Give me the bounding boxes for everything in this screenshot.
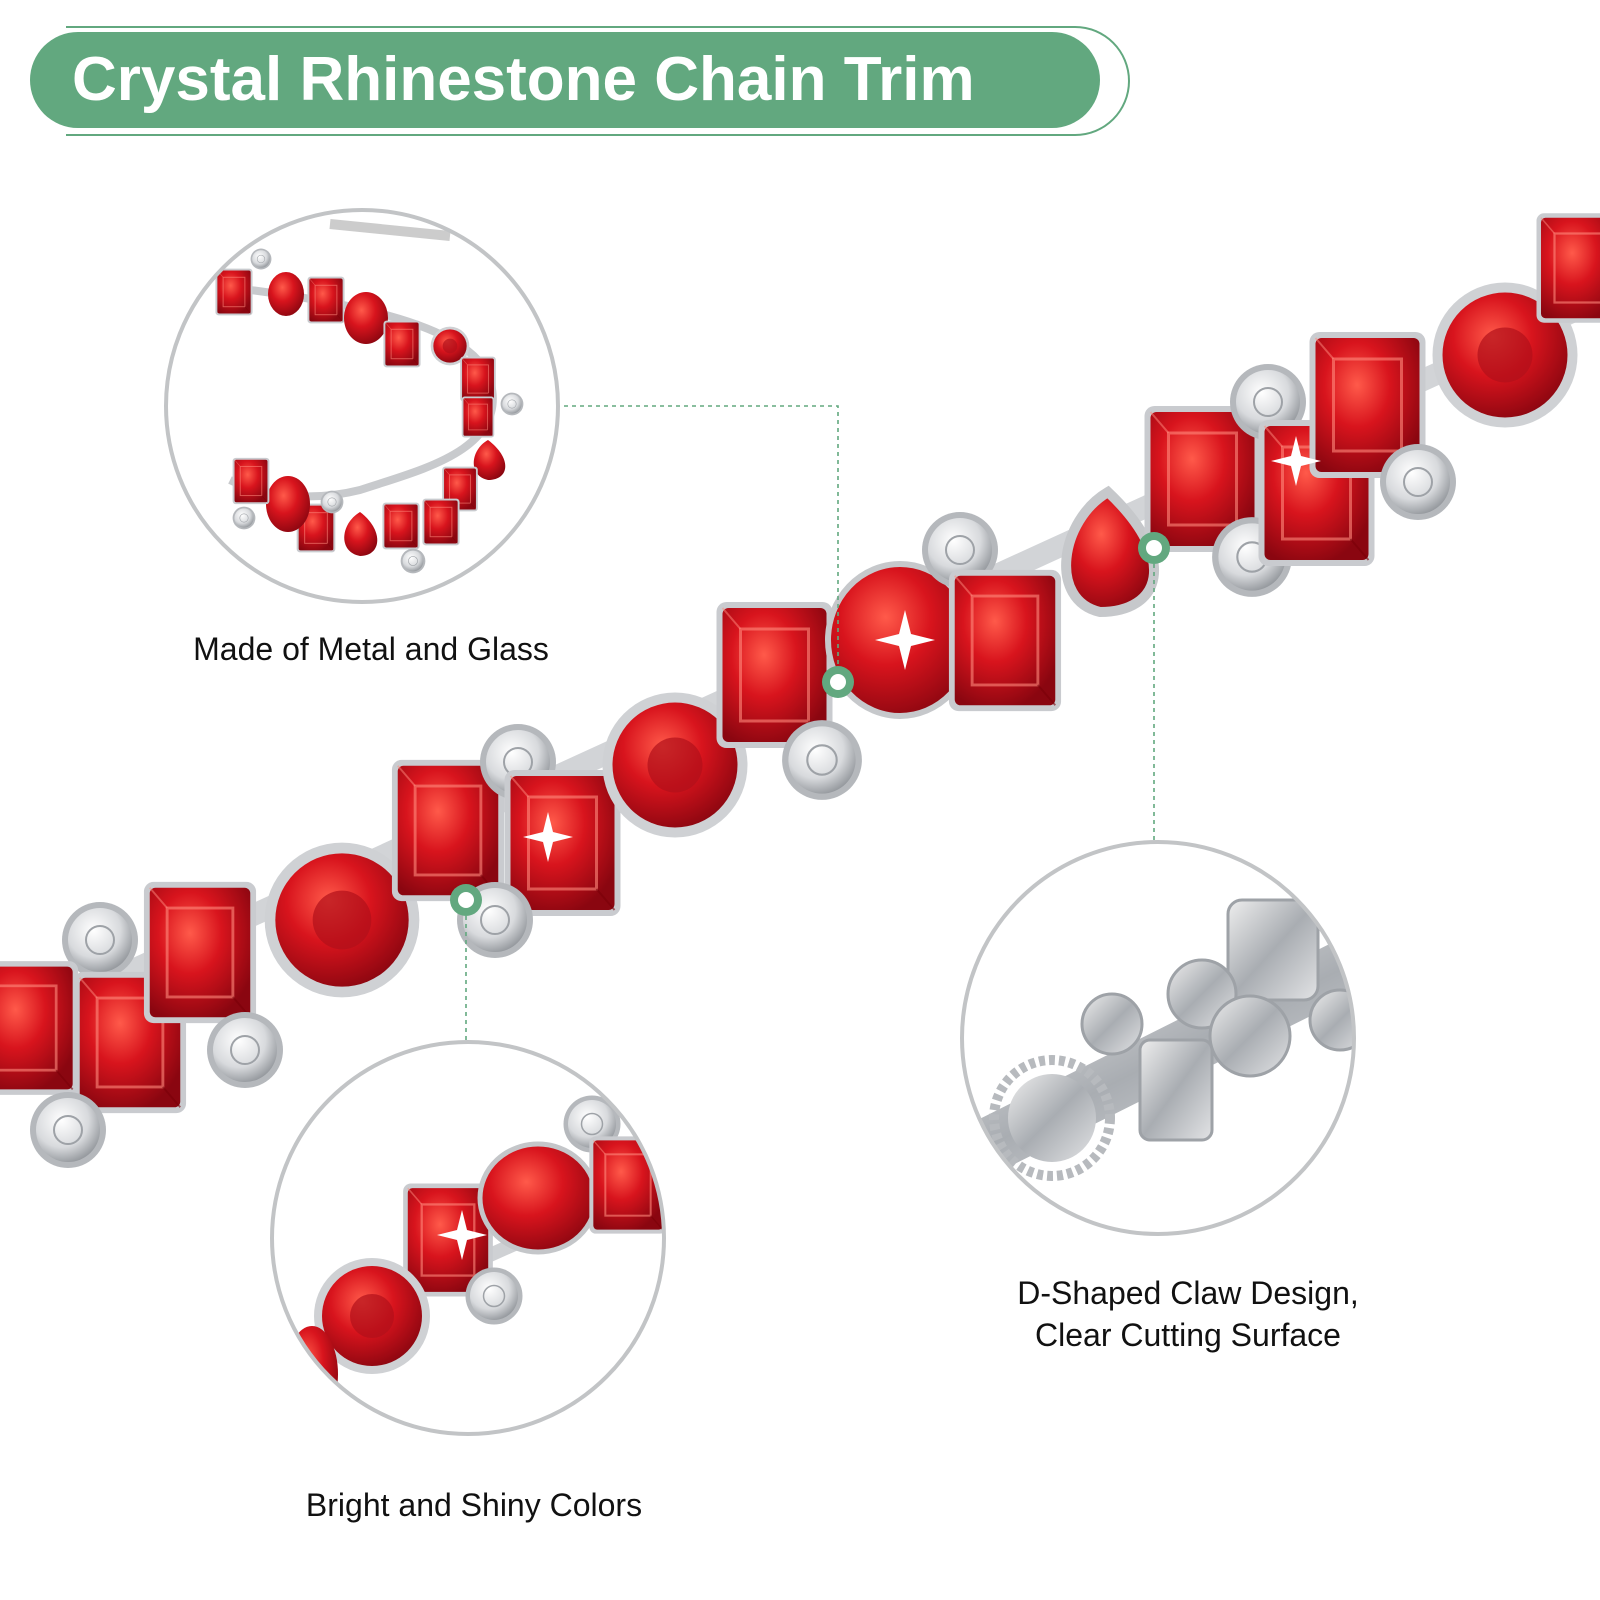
detail-circle-claw-design [960,840,1356,1236]
feature-caption-material: Made of Metal and Glass [193,631,549,667]
red-rect-gem [0,959,80,1097]
callout-lines [465,405,1155,1042]
clear-stone [1379,443,1457,521]
title-pill [30,32,1100,128]
feature-caption-claw-line2: Clear Cutting Surface [1035,1317,1341,1353]
callout-dot-icon [830,674,846,690]
page-title: Crystal Rhinestone Chain Trim [72,45,975,114]
callout-dot-icon [1146,540,1162,556]
callout-dots [450,532,1170,916]
detail-circle-bright-colors [270,1040,666,1436]
title-banner: Crystal Rhinestone Chain Trim [30,26,1130,136]
red-rect-gem [1535,212,1600,324]
clear-stone [781,719,863,801]
red-rect-gem [142,880,258,1025]
feature-caption-claw: D-Shaped Claw Design, Clear Cutting Surf… [970,1272,1406,1356]
clear-stone [206,1011,284,1089]
red-rect-gem [947,568,1063,713]
callout-dot-icon [458,892,474,908]
sparkle-highlights [523,436,1321,862]
clear-stone [29,1091,107,1169]
detail-circle-metal-glass [164,208,560,604]
callout-line-1 [564,405,839,682]
feature-caption-claw-line1: D-Shaped Claw Design, [1017,1275,1359,1311]
feature-caption-colors: Bright and Shiny Colors [305,1487,643,1523]
title-outline [66,26,1130,136]
